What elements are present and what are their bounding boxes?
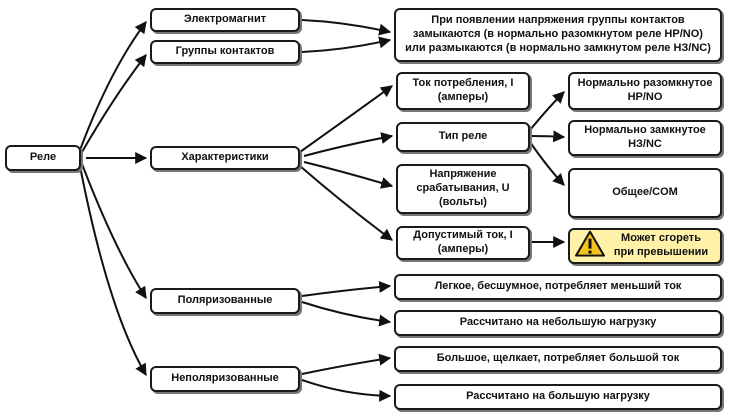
- node-contacts-description-label: При появлении напряжения группы контакто…: [405, 14, 711, 54]
- node-polarized: Поляризованные: [150, 288, 300, 314]
- node-nonpolarized-label: Неполяризованные: [171, 372, 279, 385]
- node-nonpolarized: Неполяризованные: [150, 366, 300, 392]
- arrow-type-com: [529, 141, 565, 186]
- arrow-char-current: [299, 85, 393, 153]
- node-nonpolarized-desc1-label: Большое, щелкает, потребляет большой ток: [436, 352, 680, 365]
- node-electromagnet: Электромагнит: [150, 8, 300, 32]
- arrow-type-nc: [529, 130, 566, 143]
- node-normally-open-label: Нормально разомкнутое НР/NO: [577, 77, 713, 103]
- node-polarized-desc1-label: Легкое, бесшумное, потребляет меньший то…: [434, 280, 682, 293]
- node-nonpolarized-desc2-label: Рассчитано на большую нагрузку: [466, 390, 650, 403]
- arrow-root-electromagnet: [79, 21, 147, 151]
- node-contacts-description: При появлении напряжения группы контакто…: [394, 8, 722, 62]
- node-characteristics-label: Характеристики: [181, 151, 269, 164]
- arrow-electromagnet-desc: [301, 19, 392, 36]
- arrow-nonpolarized-desc2: [301, 379, 392, 402]
- warning-icon: [575, 230, 605, 262]
- arrow-type-no: [529, 91, 565, 131]
- arrow-nonpolarized-desc1: [301, 353, 392, 375]
- node-relay-type: Тип реле: [396, 122, 530, 152]
- node-polarized-desc2-label: Рассчитано на небольшую нагрузку: [459, 316, 657, 329]
- node-common-label: Общее/COM: [612, 186, 678, 199]
- node-contact-groups: Группы контактов: [150, 40, 300, 64]
- node-nonpolarized-desc2: Рассчитано на большую нагрузку: [394, 384, 722, 410]
- node-relay: Реле: [5, 145, 81, 171]
- arrow-char-allowed: [299, 165, 393, 241]
- node-allowed-current: Допустимый ток, I (амперы): [396, 226, 530, 260]
- arrow-polarized-desc1: [301, 280, 392, 297]
- node-nonpolarized-desc1: Большое, щелкает, потребляет большой ток: [394, 346, 722, 372]
- node-normally-open: Нормально разомкнутое НР/NO: [568, 72, 722, 110]
- node-electromagnet-label: Электромагнит: [183, 13, 267, 26]
- node-voltage-label: Напряжение срабатывания, U (вольты): [416, 168, 510, 208]
- node-polarized-desc2: Рассчитано на небольшую нагрузку: [394, 310, 722, 336]
- node-polarized-label: Поляризованные: [177, 294, 273, 307]
- arrow-root-nonpolarized: [79, 165, 147, 377]
- node-may-burn-label: Может сгореть при превышении: [613, 232, 709, 258]
- arrow-polarized-desc2: [301, 301, 392, 327]
- arrow-char-voltage: [303, 161, 394, 189]
- node-normally-closed: Нормально замкнутое НЗ/NC: [568, 120, 722, 156]
- node-relay-type-label: Тип реле: [438, 130, 488, 143]
- node-polarized-desc1: Легкое, бесшумное, потребляет меньший то…: [394, 274, 722, 300]
- node-contact-groups-label: Группы контактов: [175, 45, 275, 58]
- node-allowed-current-label: Допустимый ток, I (амперы): [413, 229, 513, 255]
- node-normally-closed-label: Нормально замкнутое НЗ/NC: [584, 124, 706, 150]
- node-current: Ток потребления, I (амперы): [396, 72, 530, 110]
- node-current-label: Ток потребления, I (амперы): [412, 77, 514, 103]
- arrow-root-polarized: [81, 163, 147, 300]
- arrow-root-contact-groups: [81, 54, 147, 153]
- node-voltage: Напряжение срабатывания, U (вольты): [396, 164, 530, 214]
- node-common: Общее/COM: [568, 168, 722, 218]
- arrow-contacts-desc: [301, 36, 392, 53]
- node-may-burn: Может сгореть при превышении: [568, 228, 722, 264]
- node-characteristics: Характеристики: [150, 146, 300, 170]
- arrow-char-type: [303, 132, 394, 157]
- node-relay-label: Реле: [29, 151, 57, 164]
